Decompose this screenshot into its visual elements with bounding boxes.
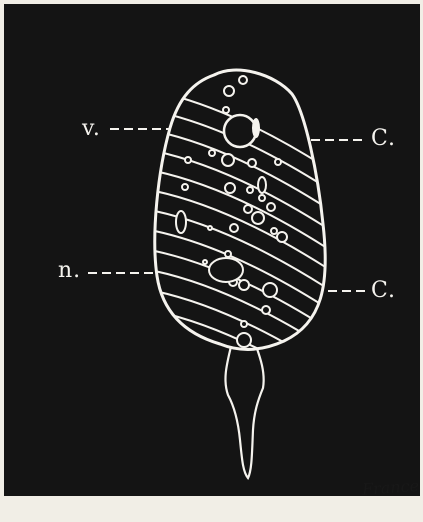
label-c-lower: C.: [371, 280, 396, 302]
label-c-upper: C.: [371, 128, 396, 150]
artist-signature: France: [361, 476, 419, 499]
vacuole-bar: [252, 118, 260, 138]
nucleus: [209, 258, 243, 282]
base-granule: [237, 333, 251, 347]
label-v: v.: [82, 118, 101, 140]
vacuole: [224, 115, 256, 147]
label-n: n.: [58, 260, 81, 282]
